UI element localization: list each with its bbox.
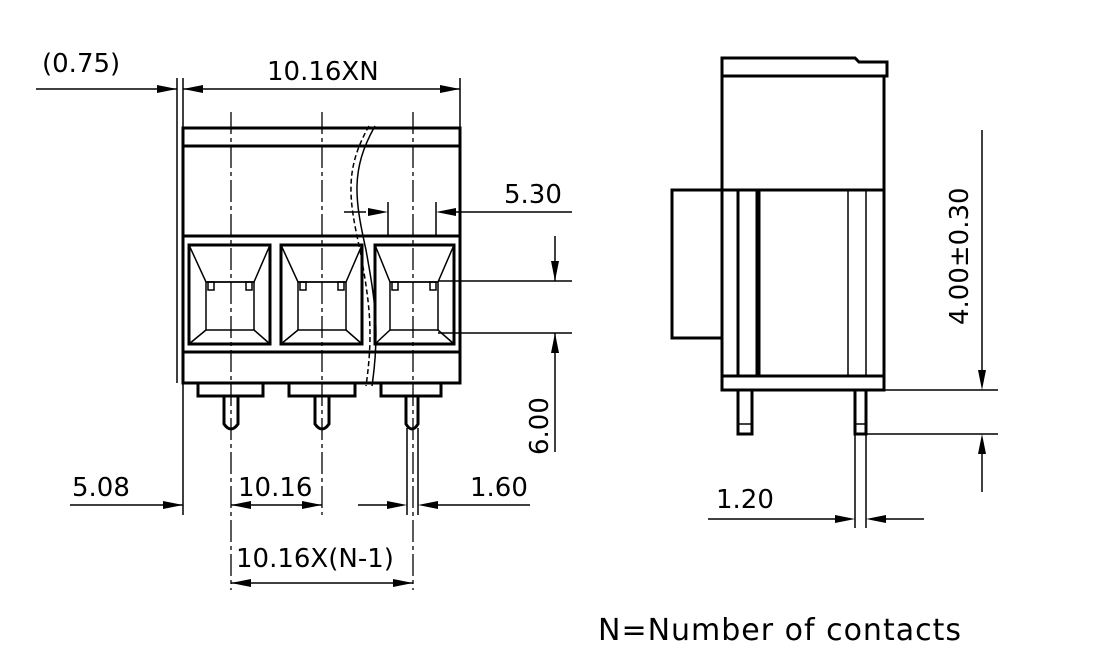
side-view: [670, 56, 889, 528]
front-dimensions: (0.75) 10.16XN 5.30 6.00 5.08 10.16 1.60: [36, 49, 572, 587]
dim-pitch-span-label: 10.16X(N-1): [236, 544, 394, 574]
wire-slot-3: [373, 243, 456, 346]
dim-slot-width-label: 5.30: [504, 180, 562, 210]
dim-pin-width-label: 1.60: [470, 473, 528, 503]
pin-3: [404, 396, 420, 515]
dim-pitch-label: 10.16: [238, 473, 312, 503]
dim-height-b-label: 6.00: [525, 397, 555, 455]
dim-pin-thickness-label: 1.20: [716, 485, 774, 515]
wire-slot-1: [187, 243, 272, 346]
dim-pitch-total-label: 10.16XN: [267, 57, 379, 87]
front-view: [176, 112, 462, 590]
dim-offset-label: (0.75): [42, 49, 120, 79]
dim-edge-offset-label: 5.08: [72, 473, 130, 503]
contacts-note: N=Number of contacts: [598, 613, 962, 648]
dim-height-a-label: 4.00±0.30: [945, 187, 975, 325]
side-dimensions: 4.00±0.30 1.20: [708, 130, 998, 523]
